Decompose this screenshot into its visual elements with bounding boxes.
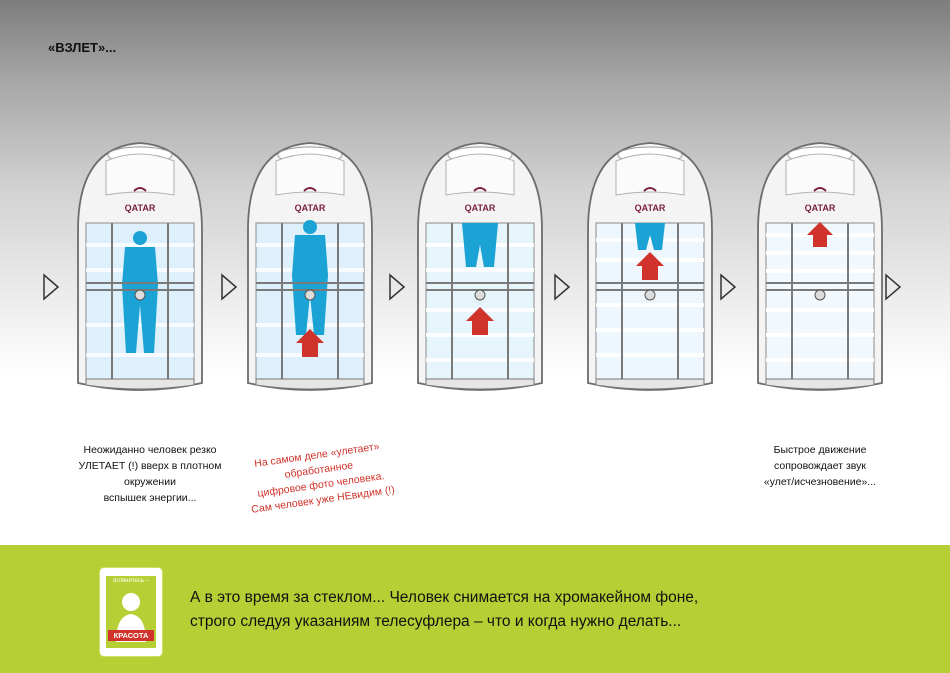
caption-line: сопровождает звук — [774, 460, 866, 472]
red-up-arrow-icon — [807, 222, 833, 247]
triangle-arrow-right-icon — [554, 273, 571, 301]
caption-stage-5: Быстрое движение сопровождает звук «улет… — [745, 442, 895, 490]
triangle-arrow-right-icon — [720, 273, 737, 301]
caption-stage-1: Неожиданно человек резко УЛЕТАЕТ (!) вве… — [60, 442, 240, 506]
slide-title: «ВЗЛЕТ»... — [48, 40, 117, 55]
red-up-arrow-icon — [296, 329, 324, 357]
caption-line: Быстрое движение — [773, 444, 867, 456]
red-up-arrow-icon — [466, 307, 494, 335]
caption-line: УЛЕТАЕТ (!) вверх в плотном окружении — [78, 460, 222, 488]
triangle-arrow-right-icon — [221, 273, 238, 301]
brand-label: QATAR — [635, 203, 666, 213]
logo-icon — [106, 576, 156, 648]
booth-stage-3: QATAR — [417, 142, 543, 391]
bottom-description: А в это время за стеклом... Человек сним… — [190, 586, 698, 634]
triangle-arrow-right-icon — [389, 273, 406, 301]
red-up-arrow-icon — [636, 252, 664, 280]
bottom-line: строго следуя указаниям телесуфлера – чт… — [190, 613, 682, 630]
booth-stage-2: QATAR — [247, 142, 373, 391]
brand-label: QATAR — [125, 203, 156, 213]
caption-line: Неожиданно человек резко — [83, 444, 217, 456]
booth-stage-1: QATAR — [77, 142, 203, 391]
bottom-line: А в это время за стеклом... Человек сним… — [190, 589, 699, 606]
booth-stage-5: QATAR — [757, 142, 883, 391]
caption-line: вспышек энергии... — [103, 492, 197, 504]
logo-bottom-text: КРАСОТА — [113, 631, 149, 640]
triangle-arrow-right-icon — [43, 273, 60, 301]
caption-line: «улет/исчезновение»... — [763, 476, 877, 488]
logo-top-text: оглянитесь – — [113, 578, 149, 584]
triangle-arrow-right-icon — [885, 273, 902, 301]
brand-label: QATAR — [295, 203, 326, 213]
brand-label: QATAR — [805, 203, 836, 213]
booth-stage-4: QATAR — [587, 142, 713, 391]
krasota-logo: оглянитесь – КРАСОТА — [100, 568, 162, 656]
brand-label: QATAR — [465, 203, 496, 213]
caption-stage-2: На самом деле «улетает» обработанное циф… — [232, 436, 409, 519]
